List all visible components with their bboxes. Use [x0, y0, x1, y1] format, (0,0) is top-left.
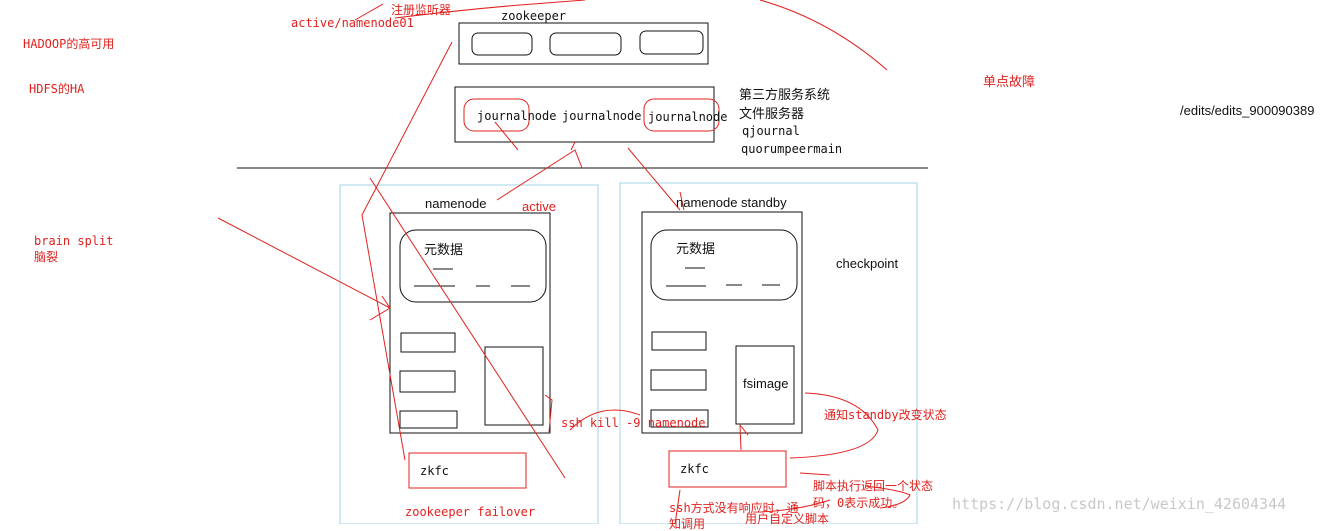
journalnode-label-1: journalnode — [477, 109, 557, 123]
standby-fsimage-box — [735, 345, 795, 425]
journalnode-ring-1 — [463, 98, 530, 132]
active-metadata-label: 元数据 — [424, 242, 464, 257]
zookeeper-node-3 — [639, 30, 704, 55]
ssh-no-response-label-2: 知调用 — [669, 517, 706, 531]
active-zkfc-box — [408, 452, 527, 489]
qjournal-label: qjournal — [742, 124, 800, 138]
active-status-label: active — [522, 199, 556, 214]
active-block-2 — [399, 370, 456, 393]
zookeeper-node-1 — [471, 32, 533, 56]
zookeeper-failover-label: zookeeper failover — [405, 505, 536, 519]
fsimage-label: fsimage — [743, 376, 789, 391]
user-script-label: 用户自定义脚本 — [745, 512, 830, 526]
journalnode-ring-3 — [643, 98, 720, 132]
active-namenode-box — [389, 212, 551, 434]
active-namenode-label: namenode — [425, 196, 487, 211]
standby-block-3 — [650, 409, 709, 428]
register-listener-label: 注册监听器 — [391, 3, 452, 17]
journalnode-label-2: journalnode — [562, 109, 642, 123]
edits-path-label: /edits/edits_900090389 — [1180, 103, 1315, 118]
active-block-big — [484, 346, 544, 426]
hadoop-ha-title: HADOOP的高可用 — [23, 37, 115, 51]
checkpoint-label: checkpoint — [836, 256, 899, 271]
brain-split-cn-label: 脑裂 — [34, 250, 59, 264]
quorumpeermain-label: quorumpeermain — [741, 142, 843, 156]
standby-metadata-box — [650, 229, 798, 301]
zookeeper-label: zookeeper — [501, 9, 567, 23]
active-block-1 — [400, 332, 456, 353]
zookeeper-node-2 — [549, 32, 622, 56]
brain-split-label: brain split — [34, 234, 114, 248]
standby-namenode-label: namenode standby — [676, 195, 787, 210]
hdfs-ha-title: HDFS的HA — [29, 82, 85, 96]
third-party-system-label: 第三方服务系统 — [739, 87, 831, 102]
watermark: https://blog.csdn.net/weixin_42604344 — [952, 495, 1287, 513]
zookeeper-box — [458, 22, 709, 65]
standby-block-1 — [651, 331, 707, 351]
standby-namenode-box — [641, 211, 803, 434]
active-frame — [339, 184, 599, 524]
script-return-label-2: 码，0表示成功。 — [813, 496, 905, 510]
standby-block-2 — [650, 369, 707, 391]
active-namenode01-label: active/namenode01 — [291, 16, 414, 30]
standby-frame — [619, 182, 918, 524]
single-point-failure-label: 单点故障 — [983, 74, 1036, 89]
ssh-kill-label: ssh kill -9 namenode — [561, 416, 706, 430]
journalnode-label-3: journalnode — [648, 110, 728, 124]
active-zkfc-label: zkfc — [420, 464, 449, 478]
standby-zkfc-label: zkfc — [680, 462, 709, 476]
journalnode-box — [454, 86, 715, 143]
script-return-label-1: 脚本执行返回一个状态 — [813, 479, 934, 493]
file-server-label: 文件服务器 — [739, 106, 805, 121]
active-metadata-box — [399, 229, 547, 303]
notify-standby-label: 通知standby改变状态 — [824, 408, 947, 422]
ssh-no-response-label-1: ssh方式没有响应时，通 — [669, 501, 799, 515]
standby-metadata-label: 元数据 — [676, 241, 716, 256]
standby-zkfc-box — [668, 450, 787, 488]
active-block-3 — [399, 410, 458, 429]
